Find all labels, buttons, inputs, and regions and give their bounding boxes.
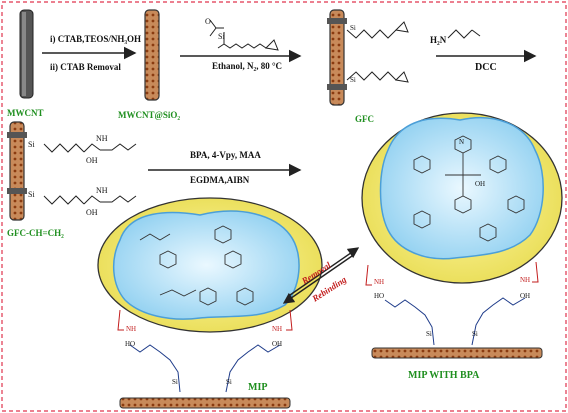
mip-nh-right: NH xyxy=(272,325,283,333)
gfc-si-bottom: Si xyxy=(350,76,356,84)
bpa-nh-left: NH xyxy=(374,278,385,286)
gfc-branches xyxy=(346,21,409,83)
mwcnt-tube xyxy=(19,9,34,99)
gfc-tube xyxy=(327,9,347,106)
mip-bpa-label: MIP WITH BPA xyxy=(408,370,480,381)
gfc-ch-tube xyxy=(7,121,27,221)
bpa-nh-right: NH xyxy=(520,276,531,284)
step1-line1: i) CTAB,TEOS/NH₃OH xyxy=(50,34,142,44)
bpa-si-left: Si xyxy=(426,330,432,338)
oh-top: OH xyxy=(86,156,98,165)
step4-line2: EGDMA,AIBN xyxy=(190,175,250,185)
bpa-oh-mid: OH xyxy=(475,180,486,188)
nh-bottom: NH xyxy=(96,186,108,195)
silane-si: Si xyxy=(218,32,225,41)
si-top: Si xyxy=(28,140,35,149)
si-bottom: Si xyxy=(28,190,35,199)
step2-condition: Ethanol, N₂, 80 °C xyxy=(212,61,283,71)
step4-line1: BPA, 4-Vpy, MAA xyxy=(190,150,261,160)
nh-top: NH xyxy=(96,134,108,143)
bpa-oh-right: OH xyxy=(520,292,531,300)
bpa-ho-left: HO xyxy=(374,292,385,300)
mip-ho-left: HO xyxy=(125,340,136,348)
gfc-ch-label: GFC-CH=CH₂ xyxy=(7,228,64,238)
silane-o: O xyxy=(205,17,211,26)
step1-line2: ii) CTAB Removal xyxy=(50,62,121,72)
mwcnt-sio2-tube xyxy=(144,9,160,101)
mwcnt-label: MWCNT xyxy=(7,108,44,118)
mip-si-right: Si xyxy=(226,378,232,386)
silane-reagent xyxy=(180,19,302,63)
mip-bpa-particle xyxy=(361,112,563,284)
removal-rebinding-arrows xyxy=(282,247,360,304)
mip-particle xyxy=(97,197,323,333)
mip-bpa-base-tube xyxy=(371,347,543,359)
amine-reagent: H₂N xyxy=(430,35,447,45)
gfc-label: GFC xyxy=(355,114,374,124)
mip-nh-left: NH xyxy=(126,325,137,333)
bpa-si-right: Si xyxy=(472,330,478,338)
bpa-n-top: N xyxy=(459,138,465,146)
mip-linkers xyxy=(117,309,293,393)
mip-base-tube xyxy=(119,397,291,409)
gfc-si-top: Si xyxy=(350,24,356,32)
oh-bottom: OH xyxy=(86,208,98,217)
gfc-ch-branches xyxy=(43,143,137,205)
dcc-arrow xyxy=(436,29,537,63)
mip-si-left: Si xyxy=(172,378,178,386)
mip-ho-right: OH xyxy=(272,340,283,348)
mip-bpa-linkers xyxy=(365,261,539,346)
mwcnt-sio2-label: MWCNT@SiO₂ xyxy=(118,110,181,120)
mip-label: MIP xyxy=(248,382,268,393)
dcc-label: DCC xyxy=(475,62,497,73)
